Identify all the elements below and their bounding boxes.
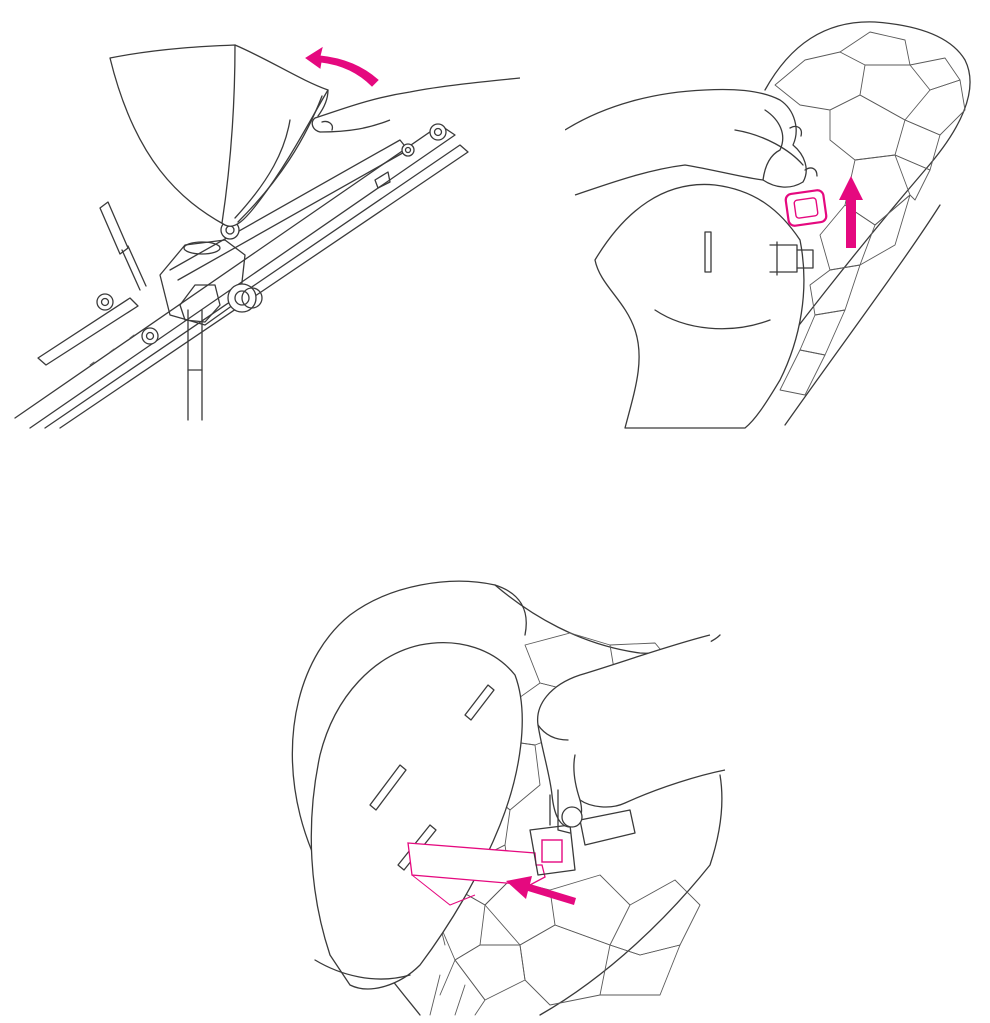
hand-icon: [315, 78, 520, 132]
hand-icon: [538, 635, 725, 827]
seat-liner-icon: [280, 575, 730, 1020]
seat-liner-icon: [565, 10, 980, 430]
curved-arrow-icon: [306, 48, 378, 86]
buckle-icon: [785, 190, 827, 227]
stroller-frame-icon: [10, 40, 530, 430]
strap-threading-illustration: [280, 575, 730, 1020]
canopy-removal-illustration: [10, 40, 530, 430]
hand-icon: [565, 89, 806, 195]
up-arrow-icon: [839, 176, 863, 248]
left-arrow-icon: [506, 876, 576, 905]
buckle-release-illustration: [565, 10, 980, 430]
